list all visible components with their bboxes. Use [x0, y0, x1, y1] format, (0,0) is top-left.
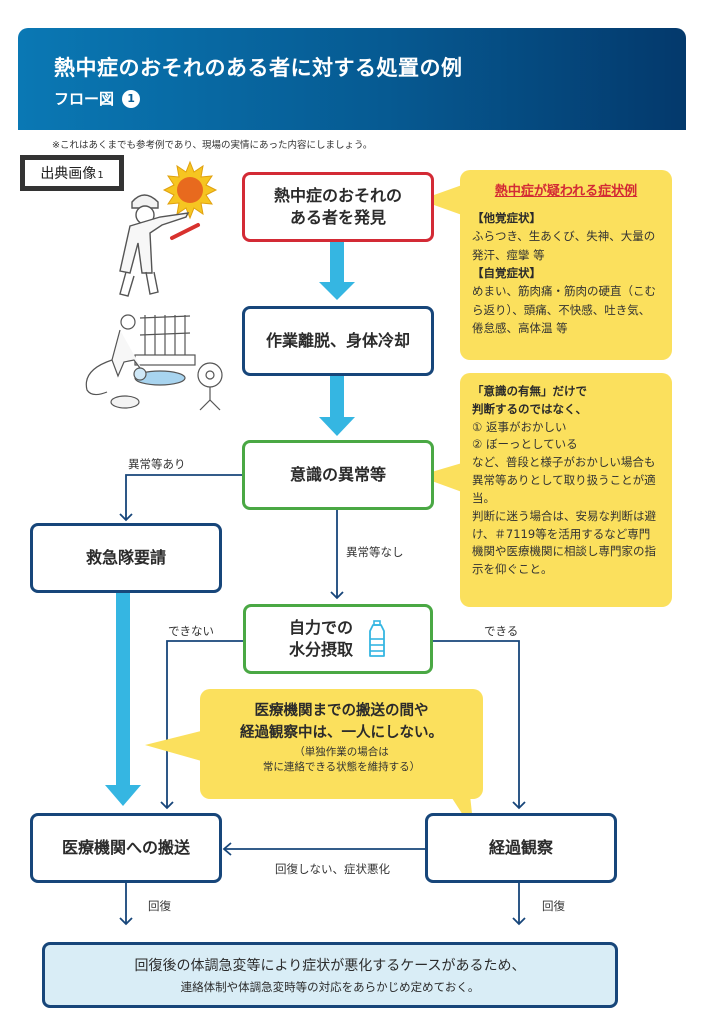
other-symptoms-heading: 【他覚症状】 [472, 210, 541, 225]
consciousness-item1: ① 返事がおかしい [472, 419, 567, 434]
node-hydration-line1: 自力での [288, 618, 353, 638]
water-bottle-icon [369, 620, 385, 657]
branch-connectors [119, 474, 526, 926]
baton-icon [170, 223, 200, 240]
consciousness-bubble-tail [418, 463, 462, 492]
node-hydration-line2: 水分摂取 [288, 640, 353, 659]
worker-figure-icon [119, 194, 190, 297]
consciousness-text1: など、普段と様子がおかしい場合も異常等ありとして取り扱うことが適当。 [472, 455, 656, 505]
page-title: 熱中症のおそれのある者に対する処置の例 [54, 56, 463, 80]
disclaimer-note: ※これはあくまでも参考例であり、現場の実情にあった内容にしましょう。 [52, 140, 373, 151]
patient-icon [133, 367, 186, 386]
number-badge: 1 [122, 89, 141, 108]
consciousness-heading2: 判断するのではなく、 [472, 401, 587, 416]
label-cannot: できない [168, 624, 214, 638]
footer-note-box: 回復後の体調急変等により症状が悪化するケースがあるため、 連絡体制や体調急変時等… [42, 942, 618, 1008]
source-label-suffix: 1 [97, 170, 104, 181]
consciousness-text2: 判断に迷う場合は、安易な判断は避け、＃7119等を活用するなど専門機関や医療機関… [472, 508, 656, 577]
node-cooling-label: 作業離脱、身体冷却 [265, 331, 410, 351]
self-symptoms-text: めまい、筋肉痛・筋肉の硬直（こむら返り）、頭痛、不快感、吐き気、倦怠感、高体温 … [472, 284, 656, 336]
alone-bubble: 医療機関までの搬送の間や 経過観察中は、一人にしない。 （単独作業の場合は 常に… [200, 689, 483, 799]
node-cooling: 作業離脱、身体冷却 [242, 306, 434, 376]
helmet-on-ground-icon [110, 395, 140, 409]
sun-icon [162, 160, 218, 220]
symptoms-bubble: 熱中症が疑われる症状例 【他覚症状】 ふらつき、生あくび、失神、大量の発汗、痙攣… [460, 170, 672, 360]
fan-icon [197, 362, 223, 411]
worker-dizzy-illustration [119, 160, 218, 297]
self-symptoms-heading: 【自覚症状】 [472, 265, 541, 280]
edge-can [433, 640, 520, 808]
node-consciousness: 意識の異常等 [242, 440, 434, 510]
subtitle-text: フロー図 [54, 90, 115, 108]
node-transport: 医療機関への搬送 [30, 813, 222, 883]
label-can: できる [484, 624, 519, 638]
node-observe: 経過観察 [425, 813, 617, 883]
alone-line1: 医療機関までの搬送の間や [254, 703, 429, 719]
main-flow-arrows [105, 242, 355, 806]
footer-line2: 連絡体制や体調急変時等の対応をあらかじめ定めておく。 [180, 980, 480, 994]
arrow-cooling-to-consciousness [319, 375, 355, 436]
label-abnormal-yes: 異常等あり [128, 457, 186, 471]
label-not-recovered: 回復しない、症状悪化 [275, 862, 390, 876]
worker-spraying-icon [85, 314, 147, 396]
page-subtitle: フロー図 1 [54, 88, 141, 109]
node-transport-label: 医療機関への搬送 [61, 838, 190, 858]
label-recovered-right: 回復 [542, 899, 565, 913]
label-recovered-left: 回復 [148, 899, 171, 913]
cooling-patient-illustration [85, 314, 223, 411]
alone-bubble-tail-left [145, 730, 205, 762]
header-banner: 熱中症のおそれのある者に対する処置の例 フロー図 1 [18, 28, 686, 130]
node-ambulance: 救急隊要請 [30, 523, 222, 593]
arrow-discover-to-cooling [319, 242, 355, 300]
node-discover-line2: ある者を発見 [289, 208, 386, 227]
edge-cannot [166, 640, 243, 808]
consciousness-item2: ② ぼーっとしている [472, 437, 578, 452]
footer-line1: 回復後の体調急変等により症状が悪化するケースがあるため、 [134, 958, 526, 974]
node-discover-line1: 熱中症のおそれの [273, 186, 402, 206]
label-abnormal-no: 異常等なし [346, 545, 404, 559]
edge-abnormal-yes [125, 474, 242, 520]
node-consciousness-label: 意識の異常等 [289, 465, 386, 485]
other-symptoms-text: ふらつき、生あくび、失神、大量の発汗、痙攣 等 [472, 229, 656, 262]
consciousness-bubble: 「意識の有無」だけで 判断するのではなく、 ① 返事がおかしい ② ぼーっとして… [460, 373, 672, 607]
source-label-main: 出典画像 [40, 166, 97, 182]
alone-note2: 常に連絡できる状態を維持する） [262, 761, 421, 774]
alone-line2: 経過観察中は、一人にしない。 [240, 724, 443, 741]
node-discover: 熱中症のおそれの ある者を発見 [242, 172, 434, 242]
consciousness-heading1: 「意識の有無」だけで [472, 384, 587, 398]
alone-note1: （単独作業の場合は [294, 745, 389, 758]
arrow-ambulance-to-transport [105, 593, 141, 806]
node-hydration-text: 自力での 水分摂取 [289, 617, 353, 660]
node-observe-label: 経過観察 [488, 838, 553, 858]
symptoms-bubble-tail [420, 185, 462, 215]
node-hydration: 自力での 水分摂取 [243, 604, 433, 674]
symptoms-title: 熱中症が疑われる症状例 [494, 184, 638, 199]
node-ambulance-label: 救急隊要請 [85, 548, 166, 568]
fence-icon [134, 315, 196, 366]
